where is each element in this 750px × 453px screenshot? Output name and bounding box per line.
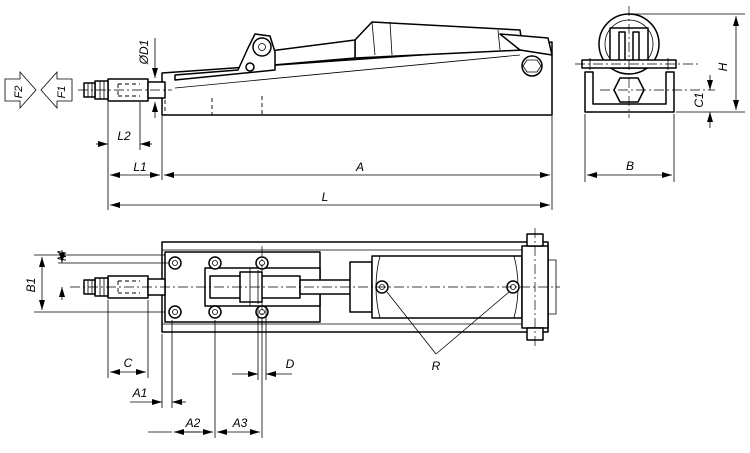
force-arrow-f2: F2 (4, 70, 37, 110)
label-a2: A2 (185, 416, 201, 430)
dim-m: M (55, 250, 168, 300)
dim-l1: L1 (107, 116, 163, 210)
label-f1: F1 (56, 86, 68, 99)
dim-a1: A1 (130, 320, 186, 408)
label-h: H (716, 62, 730, 71)
force-arrow-f1: F1 (40, 70, 73, 110)
side-view (78, 21, 553, 116)
dim-a3: A3 (217, 320, 263, 438)
end-view (575, 6, 715, 118)
dim-b: B (584, 114, 675, 182)
label-c: C (124, 356, 133, 370)
dim-a2: A2 (148, 320, 215, 438)
dim-l2: L2 (96, 102, 152, 150)
label-a1: A1 (132, 386, 148, 400)
dim-b1: B1 (24, 254, 165, 313)
label-l: L (322, 190, 329, 204)
dim-d1: ØD1 (137, 38, 158, 118)
dim-a: A (164, 116, 553, 210)
label-m: M (55, 251, 69, 261)
top-view (70, 228, 560, 346)
dim-c: C (107, 300, 149, 378)
label-d1: ØD1 (137, 40, 151, 66)
label-a: A (355, 160, 364, 174)
label-c1: C1 (692, 92, 706, 107)
dim-l: L (110, 190, 550, 208)
dim-r: R (386, 291, 510, 373)
label-a3: A3 (232, 416, 248, 430)
label-l1: L1 (133, 160, 146, 174)
label-d: D (286, 357, 295, 371)
label-r: R (432, 359, 441, 373)
label-l2: L2 (117, 129, 131, 143)
label-b: B (626, 159, 634, 173)
dim-c1: C1 (692, 75, 713, 128)
label-f2: F2 (13, 86, 25, 99)
label-b1: B1 (24, 278, 38, 293)
dim-d: D (232, 306, 295, 380)
